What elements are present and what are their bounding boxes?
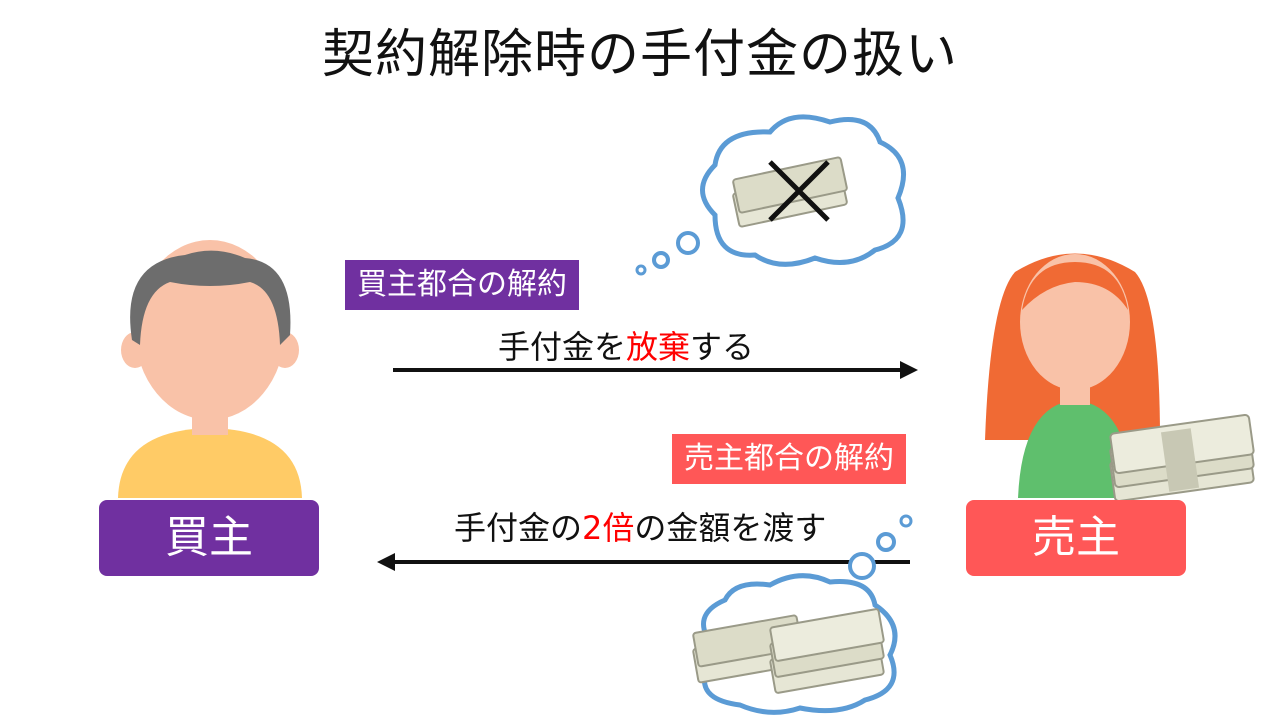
cross-icon <box>768 160 830 222</box>
arrow-left <box>377 553 910 571</box>
buyer-action-prefix: 手付金を <box>498 328 627 366</box>
buyer-action-text: 手付金を放棄する <box>498 322 754 368</box>
buyer-cancel-label: 買主都合の解約 <box>345 260 579 310</box>
seller-name-box: 売主 <box>966 500 1186 576</box>
buyer-name-box: 買主 <box>99 500 319 576</box>
seller-action-highlight: 2倍 <box>582 509 635 547</box>
buyer-person-icon <box>118 240 302 498</box>
seller-action-prefix: 手付金の <box>454 509 583 547</box>
buyer-action-suffix: する <box>690 328 755 366</box>
money-stack-icon <box>1109 413 1255 503</box>
arrow-right <box>393 361 918 379</box>
page-title: 契約解除時の手付金の扱い <box>321 25 958 85</box>
seller-person-icon <box>985 253 1160 498</box>
money-icon-bottom <box>692 608 885 694</box>
seller-action-suffix: の金額を渡す <box>634 509 827 547</box>
buyer-action-highlight: 放棄 <box>626 328 691 366</box>
seller-cancel-label: 売主都合の解約 <box>672 434 906 484</box>
seller-action-text: 手付金の2倍の金額を渡す <box>454 503 826 549</box>
